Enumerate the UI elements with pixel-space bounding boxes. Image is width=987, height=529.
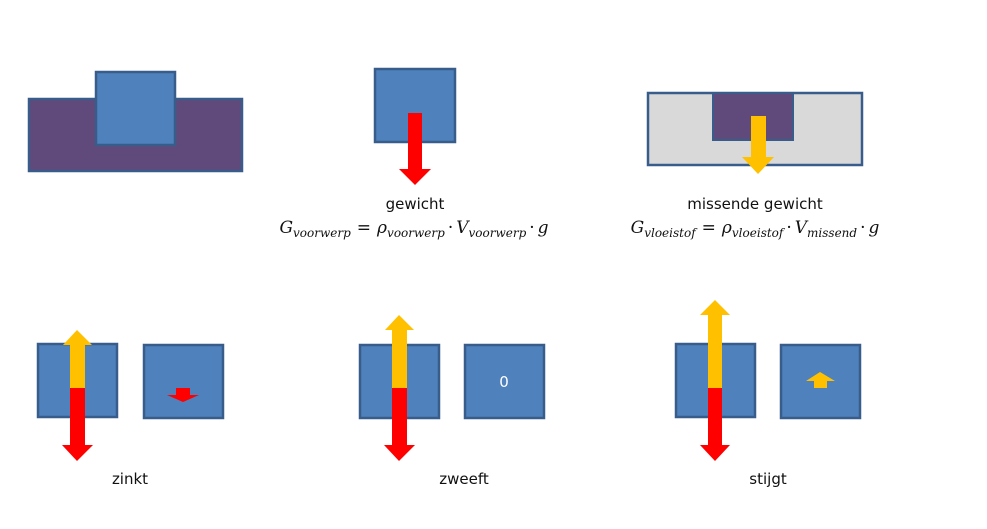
weight-formula: Gvoorwerp=ρvoorwerp·Vvoorwerp·g: [279, 218, 548, 240]
sinks-caption: zinkt: [111, 470, 149, 488]
missing-weight-arrow-down: [742, 116, 774, 174]
sinks-diagram: [36, 330, 225, 461]
weight-diagram: [373, 67, 457, 185]
missing-weight-diagram: [646, 91, 864, 174]
weight-arrow-down: [700, 388, 730, 461]
formula-rho: ρ: [721, 218, 732, 238]
formula-G-sub: voorwerp: [293, 226, 351, 240]
buoyancy-arrow-up: [63, 330, 92, 388]
formula-V-sub: missend: [807, 226, 858, 240]
formula-rho-sub: voorwerp: [387, 226, 445, 240]
formula-rho: ρ: [377, 218, 388, 238]
formula-g: g: [537, 218, 549, 238]
missing-weight-formula: Gvloeistof=ρvloeistof·Vmissend·g: [631, 218, 880, 240]
buoyancy-arrow-up: [700, 300, 730, 388]
object-block: [94, 70, 177, 147]
weight-arrow-down: [384, 388, 415, 461]
net-force-arrow-down: [167, 388, 199, 402]
formula-dot: ·: [447, 218, 454, 238]
formula-V: V: [794, 218, 808, 238]
weight-caption: gewicht: [385, 195, 445, 213]
formula-dot: ·: [860, 218, 866, 238]
formula-G: G: [630, 218, 645, 238]
formula-dot: ·: [529, 218, 535, 238]
net-force-arrow-up: [806, 372, 835, 388]
formula-G: G: [279, 218, 294, 238]
formula-g: g: [868, 218, 880, 238]
object-in-liquid: [27, 70, 244, 173]
formula-equals: =: [356, 218, 372, 238]
formula-dot: ·: [786, 218, 792, 238]
weight-arrow-down: [399, 113, 431, 185]
formula-V-sub: voorwerp: [468, 226, 527, 240]
formula-G-sub: vloeistof: [644, 226, 696, 240]
floats-diagram: [358, 315, 546, 461]
formula-rho-sub: vloeistof: [731, 226, 784, 240]
net-force-block: [463, 343, 546, 420]
net-force-block: [142, 343, 225, 420]
floats-caption: zweeft: [439, 470, 489, 488]
weight-arrow-down: [62, 388, 93, 461]
formula-V: V: [456, 218, 469, 238]
buoyancy-arrow-up: [385, 315, 414, 388]
formula-equals: =: [701, 218, 716, 238]
net-force-zero-label: 0: [499, 373, 509, 391]
missing-weight-caption: missende gewicht: [687, 195, 823, 213]
rises-caption: stijgt: [749, 470, 787, 488]
rises-diagram: [674, 300, 862, 461]
